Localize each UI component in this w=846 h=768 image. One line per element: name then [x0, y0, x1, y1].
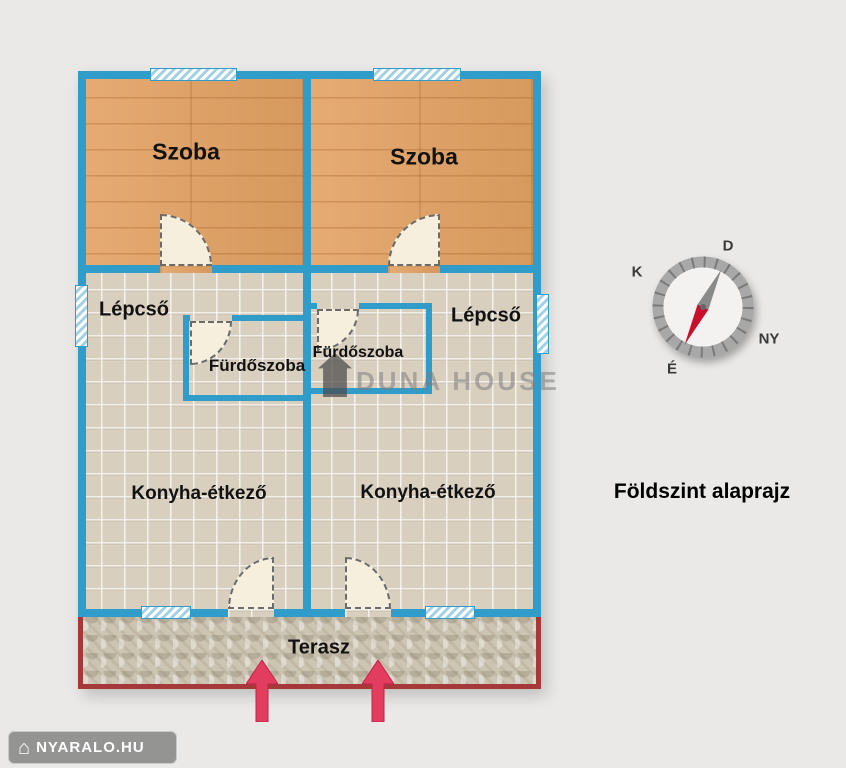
compass-needle-icon [684, 269, 722, 345]
room-label-szoba-left: Szoba [152, 138, 220, 165]
compass-letter-west: NY [758, 330, 780, 348]
watermark-text: DUNA HOUSE [356, 366, 560, 396]
wall-bath-right-top-a [311, 303, 317, 309]
room-label-lepcso-right: Lépcső [450, 304, 522, 327]
window-bedroom-left [150, 68, 237, 81]
room-label-szoba-right: Szoba [390, 143, 458, 170]
bedroom-right-floor [307, 71, 541, 273]
window-kitchen-left [141, 606, 191, 619]
entrance-arrow-left-icon [246, 660, 278, 722]
compass-letter-north: É [666, 360, 678, 378]
compass-letter-south: D [722, 237, 734, 255]
wall-bath-right-top-b [359, 303, 432, 309]
room-label-furdoszoba-right: Fürdőszoba [312, 344, 404, 361]
wall-bedroom-hall [78, 265, 541, 273]
wall-bath-left-side [183, 315, 189, 401]
room-label-konyha-left: Konyha-étkező [131, 483, 267, 504]
door-gap-bedroom-right [388, 265, 440, 273]
window-stairs-right [536, 294, 549, 354]
window-bedroom-right [373, 68, 461, 81]
site-logo-text: NYARALO.HU [36, 739, 145, 756]
wall-center-dividing [303, 71, 311, 617]
room-label-furdoszoba-left: Fürdőszoba [208, 356, 306, 375]
site-logo: ⌂ NYARALO.HU [8, 731, 177, 764]
wall-bath-right-bottom [311, 388, 432, 394]
room-label-lepcso-left: Lépcső [98, 298, 170, 321]
room-label-konyha-right: Konyha-étkező [360, 482, 496, 503]
bedroom-left-floor [78, 71, 307, 273]
door-gap-kitchen-left [228, 609, 274, 617]
window-kitchen-right [425, 606, 475, 619]
window-stairs-left [75, 285, 88, 347]
site-logo-house-icon: ⌂ [18, 736, 31, 759]
floor-plan-caption: Földszint alaprajz [613, 480, 791, 503]
wall-bath-left-top-b [232, 315, 307, 321]
room-label-terasz: Terasz [288, 636, 350, 659]
terrace-floor [78, 612, 541, 689]
wall-bath-right-side [426, 303, 432, 394]
compass-icon [652, 256, 754, 358]
wall-bath-left-bottom [183, 395, 307, 401]
compass-letter-east: K [631, 263, 643, 281]
entrance-arrow-right-icon [362, 660, 394, 722]
door-gap-kitchen-right [345, 609, 391, 617]
door-gap-bedroom-left [160, 265, 212, 273]
